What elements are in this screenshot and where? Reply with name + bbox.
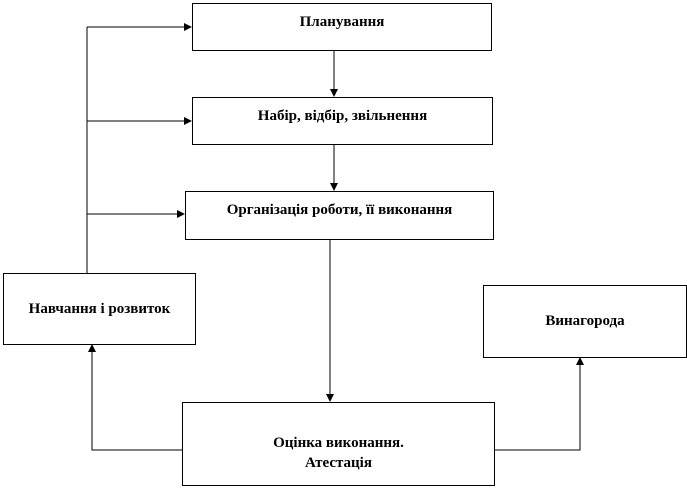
node-recruitment: Набір, відбір, звільнення (192, 97, 493, 145)
node-evaluation-label-1: Оцінка виконання. (273, 434, 404, 451)
node-evaluation: Оцінка виконання. Атестація (182, 402, 495, 486)
node-reward-label: Винагорода (545, 313, 625, 330)
node-training: Навчання і розвиток (3, 273, 196, 345)
node-evaluation-label-2: Атестація (305, 455, 372, 471)
node-planning-label: Планування (299, 14, 385, 30)
node-reward: Винагорода (483, 285, 687, 358)
node-organization-label: Організація роботи, її виконання (226, 202, 453, 218)
arrow-evaluation-to-reward (494, 357, 584, 451)
node-organization: Організація роботи, її виконання (185, 191, 494, 240)
node-recruitment-label: Набір, відбір, звільнення (257, 108, 428, 124)
node-planning: Планування (192, 3, 492, 51)
node-training-label: Навчання і розвиток (28, 300, 171, 317)
arrow-evaluation-to-training (88, 344, 182, 451)
